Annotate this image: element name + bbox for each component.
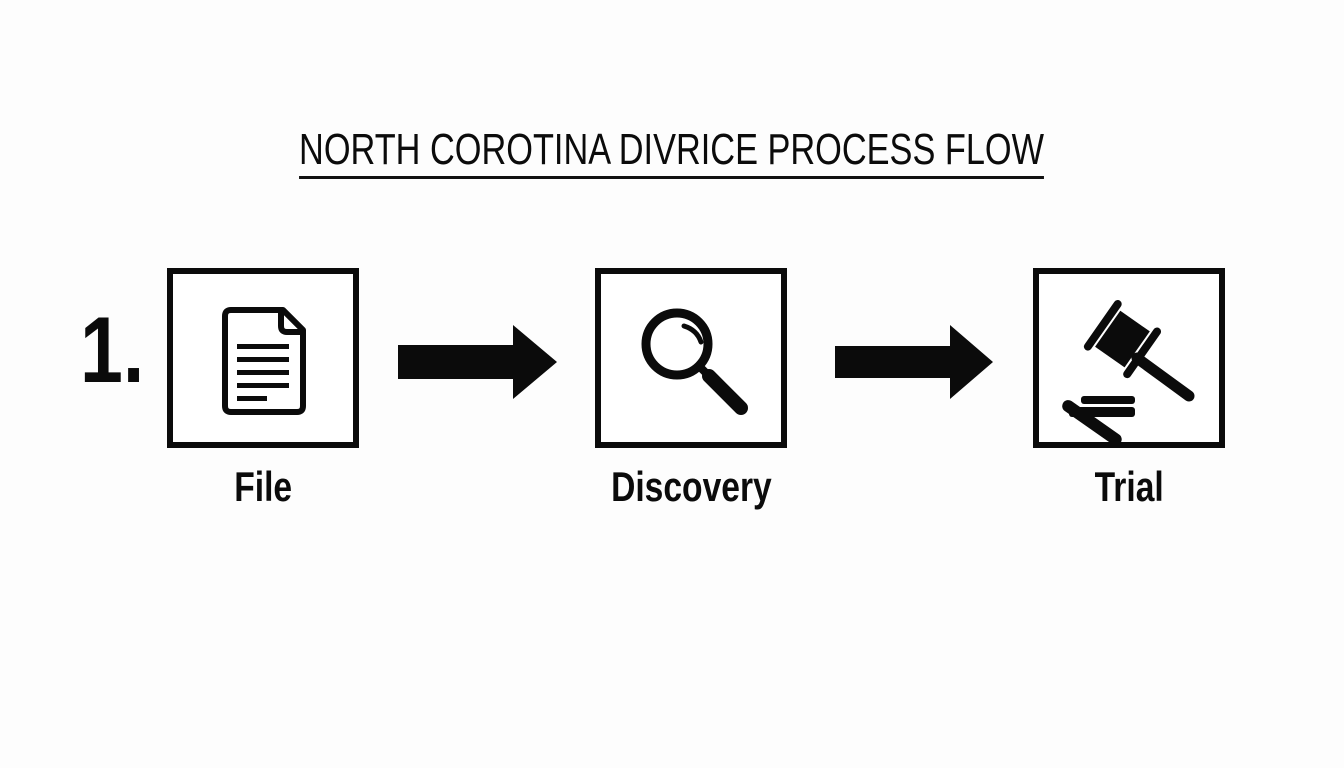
right-arrow-icon (398, 325, 557, 399)
step-box-file (167, 268, 359, 448)
step-label-file-text: File (234, 463, 292, 510)
right-arrow-icon (835, 325, 993, 399)
step-box-trial (1033, 268, 1225, 448)
step-label-trial: Trial (1033, 460, 1225, 514)
step-label-trial-text: Trial (1094, 463, 1164, 510)
step-label-file: File (167, 460, 359, 514)
step-box-discovery (595, 268, 787, 448)
step-number: 1. (80, 297, 145, 402)
step-label-discovery-text: Discovery (610, 463, 772, 510)
document-icon (222, 307, 306, 415)
gavel-icon (1062, 300, 1195, 442)
page-title-text: NORTH COROTINA DIVRICE PROCESS FLOW (299, 124, 1045, 179)
step-label-discovery: Discovery (585, 460, 797, 514)
page-title: NORTH COROTINA DIVRICE PROCESS FLOW (0, 124, 1344, 179)
magnifying-glass-icon (641, 308, 748, 415)
